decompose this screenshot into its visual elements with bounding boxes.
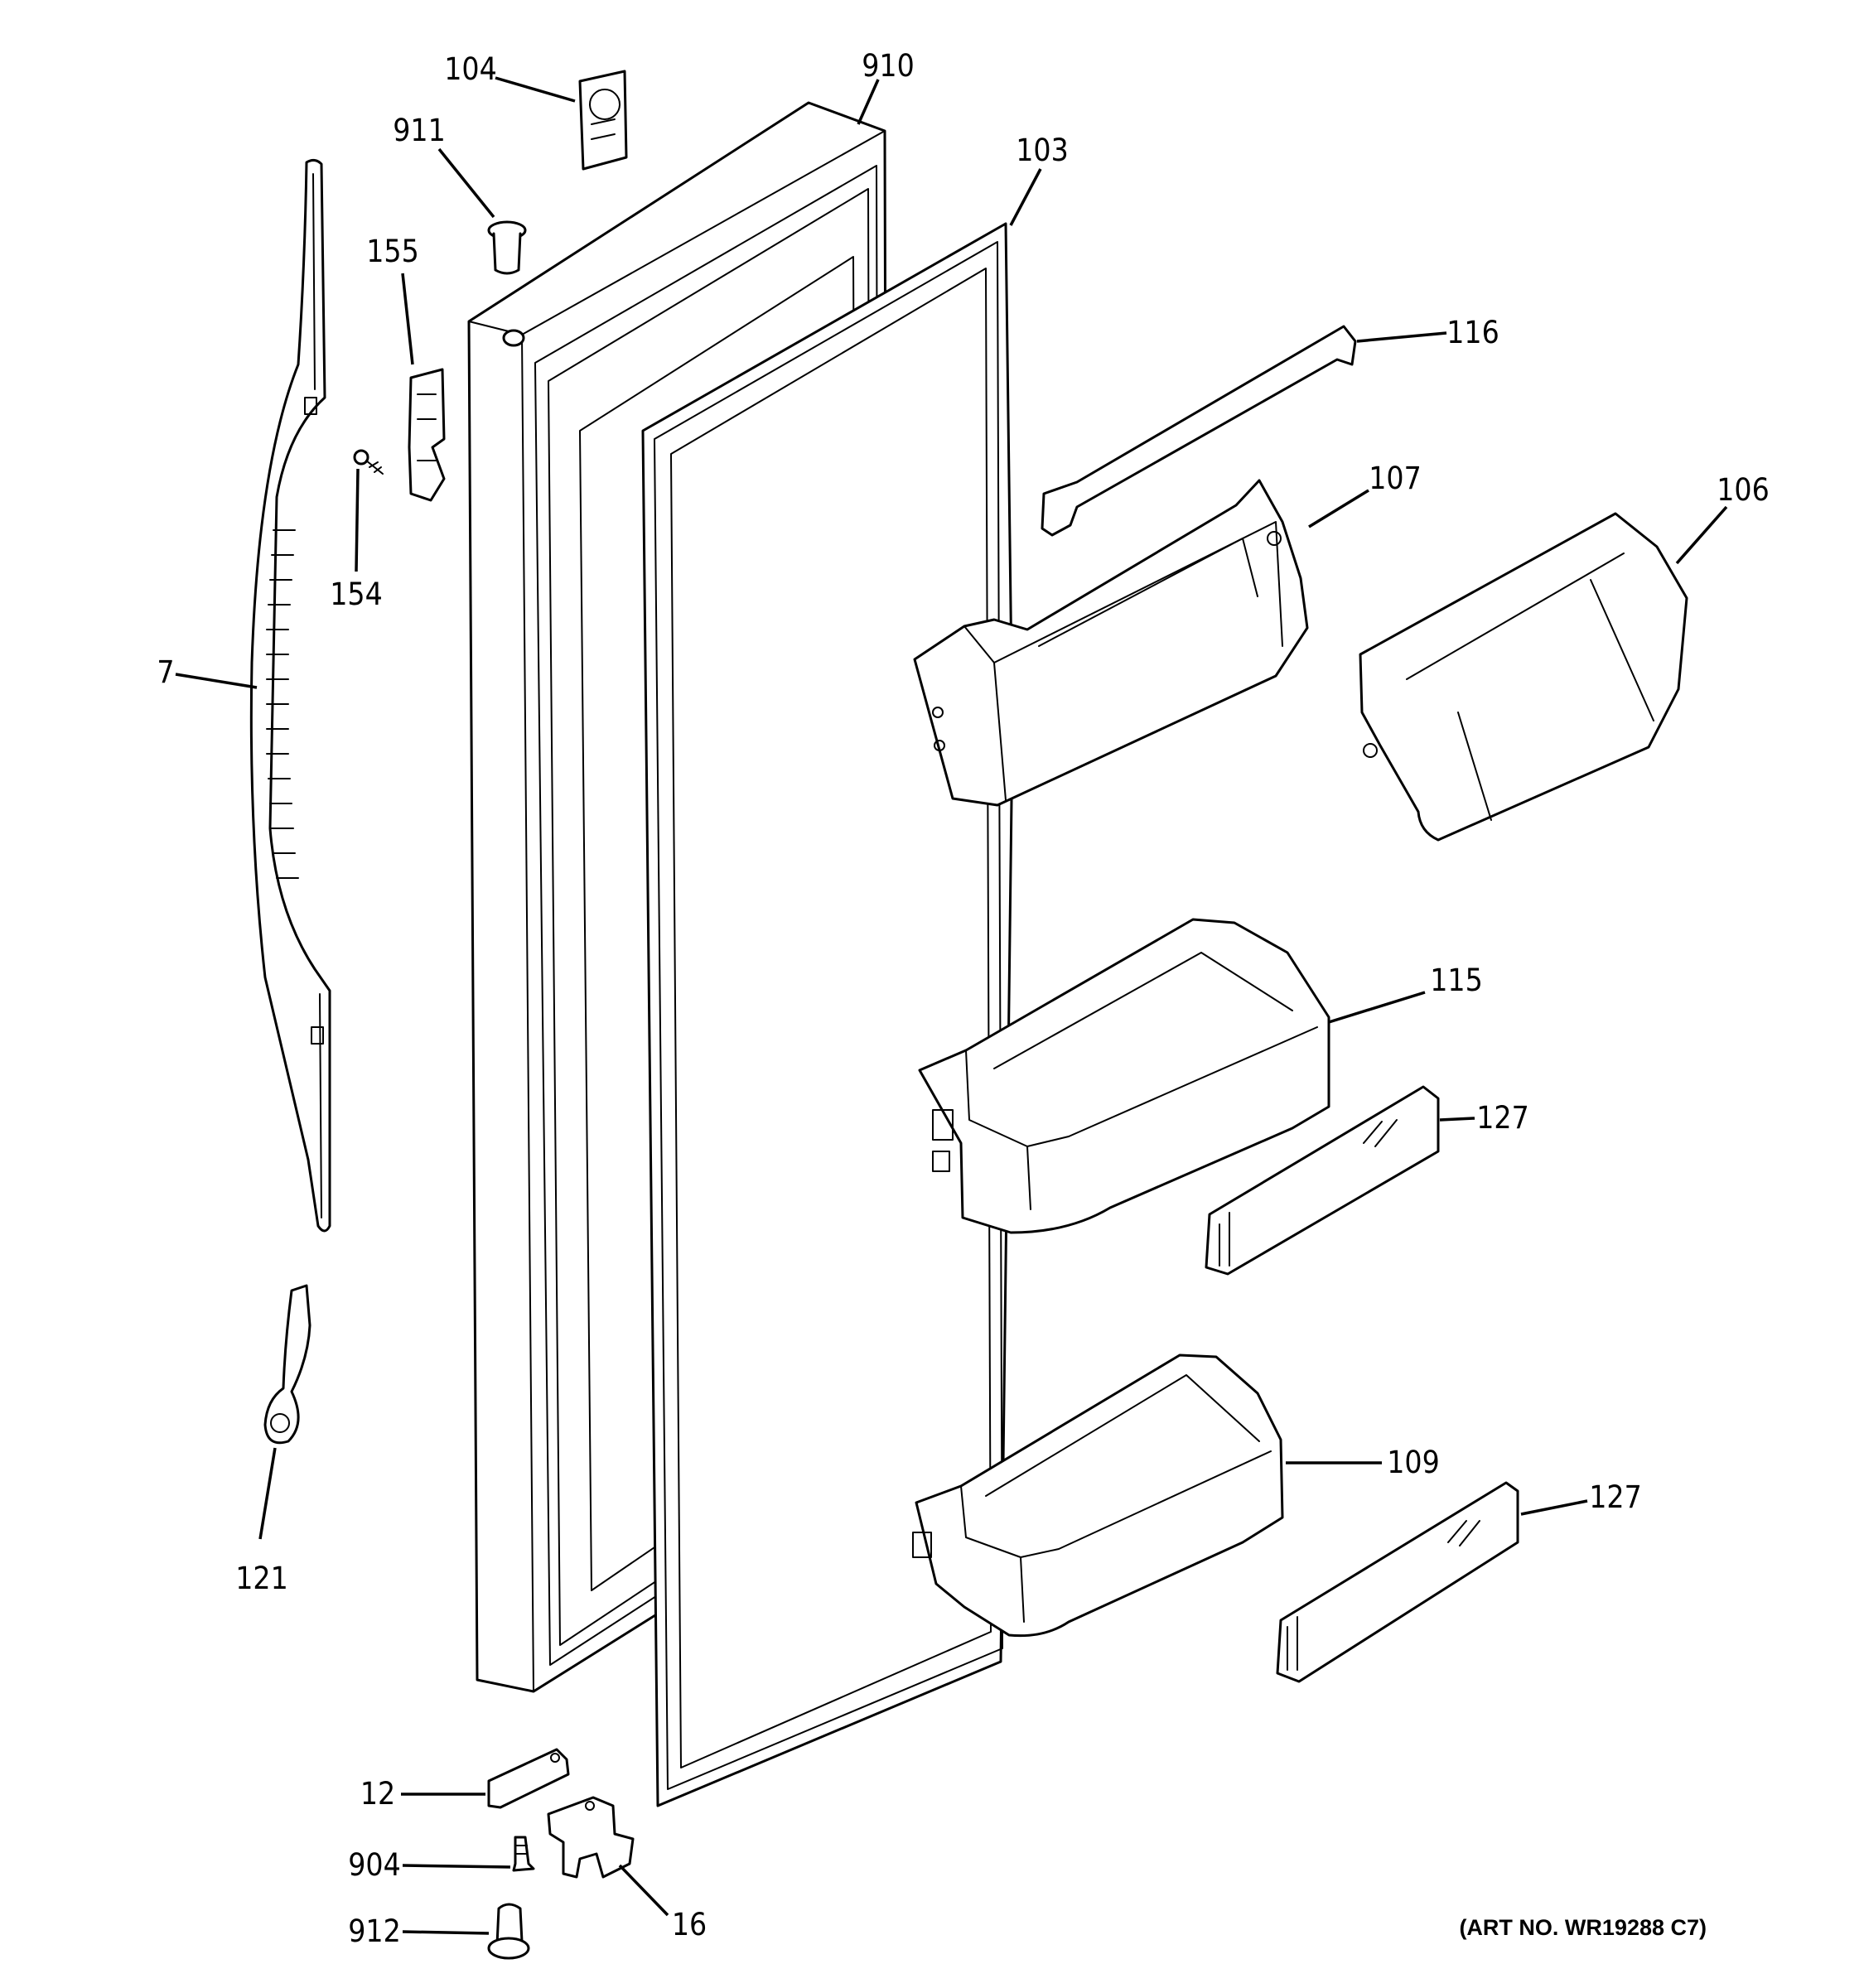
callout-104: 104 xyxy=(444,51,497,87)
callout-127-lower: 127 xyxy=(1589,1479,1642,1515)
handle-grip-ribs xyxy=(266,529,299,879)
callout-904: 904 xyxy=(348,1847,401,1883)
part-107-bin[interactable] xyxy=(913,479,1309,807)
part-12-hinge-plate[interactable] xyxy=(487,1748,570,1809)
part-104-badge[interactable] xyxy=(578,70,628,171)
callout-154: 154 xyxy=(330,577,383,612)
part-121-bracket[interactable] xyxy=(263,1284,311,1445)
part-155-hinge[interactable] xyxy=(408,368,446,502)
callout-16: 16 xyxy=(672,1907,707,1942)
callout-106: 106 xyxy=(1717,472,1770,508)
callout-107: 107 xyxy=(1369,461,1422,496)
art-number: (ART NO. WR19288 C7) xyxy=(1459,1915,1707,1940)
part-115-bin[interactable] xyxy=(918,918,1330,1234)
callout-911: 911 xyxy=(393,113,446,148)
callout-116: 116 xyxy=(1446,315,1499,350)
part-109-bin[interactable] xyxy=(912,1353,1284,1638)
part-904-screw[interactable] xyxy=(512,1836,535,1872)
part-127-front-upper[interactable] xyxy=(1205,1085,1440,1276)
callout-7: 7 xyxy=(157,654,174,690)
part-154-screw[interactable] xyxy=(353,449,384,475)
part-16-hinge[interactable] xyxy=(547,1796,635,1879)
callout-127-upper: 127 xyxy=(1476,1100,1529,1136)
callout-910: 910 xyxy=(862,48,915,84)
callout-121: 121 xyxy=(235,1561,288,1596)
part-106-cover[interactable] xyxy=(1359,512,1688,842)
callout-155: 155 xyxy=(366,234,419,269)
callout-115: 115 xyxy=(1430,963,1483,998)
part-116-rail[interactable] xyxy=(1041,325,1357,537)
callout-12: 12 xyxy=(360,1776,395,1812)
callout-103: 103 xyxy=(1016,133,1069,168)
part-912-bushing[interactable] xyxy=(487,1903,530,1960)
callout-labels: 104 910 911 103 155 116 107 106 154 7 11… xyxy=(157,48,1769,1949)
part-7-handle[interactable] xyxy=(249,158,331,1233)
part-911-plug[interactable] xyxy=(487,220,527,275)
part-127-front-lower[interactable] xyxy=(1276,1481,1519,1683)
callout-109: 109 xyxy=(1387,1445,1440,1480)
leader-lines xyxy=(175,76,1728,1935)
callout-912: 912 xyxy=(348,1913,401,1949)
